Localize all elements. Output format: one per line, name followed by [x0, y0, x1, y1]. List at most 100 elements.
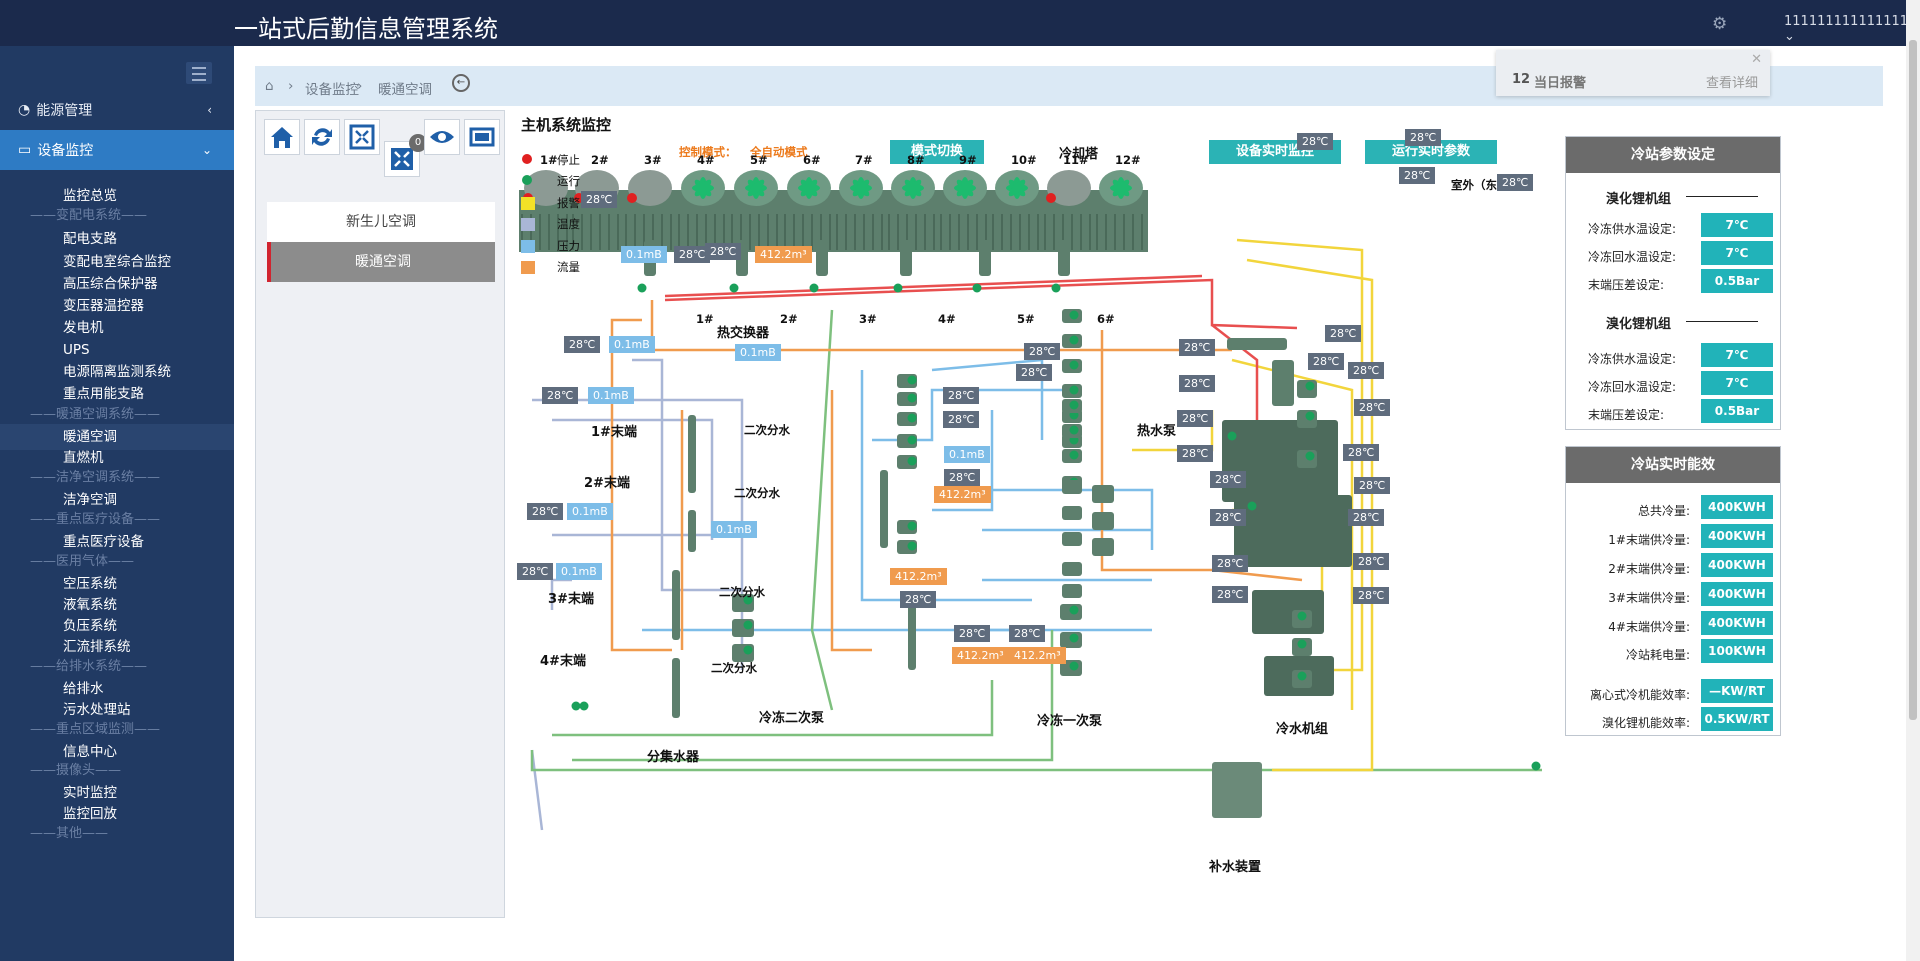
- sidebar-subitem[interactable]: 空压系统: [63, 576, 117, 592]
- chiller-unit[interactable]: [1222, 420, 1338, 502]
- setpoint-value[interactable]: 7℃: [1701, 343, 1773, 367]
- sidebar-subitem[interactable]: 监控总览: [63, 188, 117, 204]
- setpoint-value[interactable]: 0.5Bar: [1701, 399, 1773, 423]
- tank[interactable]: [1227, 338, 1287, 350]
- sidebar-subitem[interactable]: 配电支路: [63, 231, 117, 247]
- sidebar-subitem[interactable]: 发电机: [63, 320, 104, 336]
- header-pipe[interactable]: [880, 470, 888, 548]
- sidebar-subitem[interactable]: 信息中心: [63, 744, 117, 760]
- pump[interactable]: [1062, 562, 1082, 576]
- sidebar-subitem[interactable]: 重点用能支路: [63, 386, 144, 402]
- cooling-tower[interactable]: [782, 170, 836, 252]
- status-indicator: [571, 701, 581, 711]
- cooling-tower[interactable]: [729, 170, 783, 252]
- setpoint-value[interactable]: 7℃: [1701, 213, 1773, 237]
- setpoint-value[interactable]: 0.5Bar: [1701, 269, 1773, 293]
- setpoint-label: 冷冻供水温设定:: [1588, 352, 1677, 366]
- back-arrow-icon[interactable]: ←: [452, 74, 470, 92]
- sidebar-subitem[interactable]: 监控回放: [63, 806, 117, 822]
- heat-exchanger-pump[interactable]: [900, 240, 912, 276]
- sidebar-subitem[interactable]: 汇流排系统: [63, 639, 131, 655]
- sidebar-subitem[interactable]: 洁净空调: [63, 492, 117, 508]
- heat-exchanger-pump[interactable]: [979, 240, 991, 276]
- cooling-tower[interactable]: [1042, 170, 1096, 252]
- cooling-tower[interactable]: [990, 170, 1044, 252]
- refresh-button[interactable]: [304, 119, 340, 155]
- expand-icon: [349, 124, 375, 150]
- efficiency-label: 溴化锂机能效率:: [1601, 716, 1690, 730]
- tank[interactable]: [1272, 360, 1294, 406]
- header-pipe[interactable]: [908, 592, 916, 670]
- sidebar-item-monitor[interactable]: ▭ 设备监控 ⌄: [0, 130, 234, 170]
- heat-exchanger-pump[interactable]: [816, 240, 828, 276]
- status-indicator: [907, 413, 917, 423]
- pump[interactable]: [1062, 480, 1082, 494]
- menu-toggle-icon[interactable]: [186, 62, 212, 84]
- sidebar-subitem[interactable]: 负压系统: [63, 618, 117, 634]
- sidebar-subitem[interactable]: 污水处理站: [63, 702, 131, 718]
- efficiency-title: 冷站实时能效: [1566, 447, 1780, 483]
- status-indicator: [1247, 501, 1257, 511]
- settings-gear-icon[interactable]: ⚙: [1712, 14, 1728, 34]
- tab-hvac[interactable]: 暖通空调: [267, 242, 495, 282]
- cooling-tower[interactable]: [834, 170, 888, 252]
- flow-tag: 412.2m³: [1009, 647, 1066, 664]
- mode-switch-button[interactable]: 模式切换: [890, 140, 984, 164]
- chiller-unit[interactable]: [1252, 590, 1324, 634]
- view-button[interactable]: [424, 119, 460, 155]
- sidebar-subitem[interactable]: 直燃机: [63, 450, 104, 466]
- tab-neonatal-ac[interactable]: 新生儿空调: [267, 202, 495, 242]
- legend-swatch: [522, 175, 532, 185]
- home-button[interactable]: [264, 119, 300, 155]
- cooling-tower[interactable]: [886, 170, 940, 252]
- pump[interactable]: [1062, 532, 1082, 546]
- realtime-monitor-button[interactable]: 设备实时监控: [1209, 140, 1341, 164]
- alarm-detail-link[interactable]: 查看详细: [1706, 76, 1759, 91]
- home-icon[interactable]: ⌂: [265, 78, 274, 94]
- temperature-tag: 28℃: [1399, 167, 1436, 184]
- sidebar-subitem[interactable]: 液氧系统: [63, 597, 117, 613]
- shrink-button[interactable]: 0: [384, 134, 427, 177]
- cooling-tower[interactable]: [938, 170, 992, 252]
- setpoint-value[interactable]: 7℃: [1701, 241, 1773, 265]
- sidebar-item-energy[interactable]: ◔ 能源管理 ‹: [0, 90, 234, 130]
- chiller-unit[interactable]: [1234, 495, 1352, 567]
- sidebar-subitem[interactable]: 变压器温控器: [63, 298, 144, 314]
- sidebar-subitem[interactable]: 高压综合保护器: [63, 276, 158, 292]
- setpoint-label: 冷冻供水温设定:: [1588, 222, 1677, 236]
- sidebar-subitem[interactable]: 给排水: [63, 681, 104, 697]
- makeup-water-tank[interactable]: [1212, 762, 1262, 818]
- sidebar-subitem[interactable]: 电源隔离监测系统: [63, 364, 171, 380]
- sidebar-subitem[interactable]: 暖通空调: [0, 424, 234, 450]
- setpoint-value[interactable]: 7℃: [1701, 371, 1773, 395]
- cooling-tower[interactable]: [676, 170, 730, 252]
- pressure-tag: 0.1mB: [567, 503, 613, 520]
- page-scrollbar[interactable]: [1906, 0, 1920, 961]
- sidebar-subitem[interactable]: 变配电室综合监控: [63, 254, 171, 270]
- sidebar-subitem[interactable]: 实时监控: [63, 785, 117, 801]
- expand-button[interactable]: [344, 119, 380, 155]
- hx-pump-number: 6#: [1097, 312, 1115, 326]
- cooling-tower[interactable]: [623, 170, 677, 252]
- header-pipe[interactable]: [672, 570, 680, 640]
- cooling-tower[interactable]: [1094, 170, 1148, 252]
- close-icon[interactable]: ✕: [1751, 52, 1762, 67]
- breadcrumb-level1[interactable]: 设备监控: [305, 82, 359, 98]
- temperature-tag: 28℃: [1348, 362, 1385, 379]
- header-pipe[interactable]: [672, 658, 680, 718]
- pump[interactable]: [1062, 506, 1082, 520]
- fullscreen-button[interactable]: [464, 119, 500, 155]
- pump[interactable]: [1092, 512, 1114, 530]
- pump[interactable]: [1092, 485, 1114, 503]
- header-pipe[interactable]: [688, 510, 696, 552]
- setpoint-label: 末端压差设定:: [1588, 408, 1665, 422]
- pump[interactable]: [1062, 584, 1082, 598]
- sidebar-subitem[interactable]: UPS: [63, 342, 90, 358]
- pump[interactable]: [1092, 538, 1114, 556]
- heat-exchanger-pump[interactable]: [1058, 240, 1070, 276]
- header-pipe[interactable]: [688, 415, 696, 493]
- setpoint-group-title: 溴化锂机组: [1606, 317, 1672, 332]
- sidebar-subitem[interactable]: 重点医疗设备: [63, 534, 144, 550]
- user-menu[interactable]: 111111111111111 ⌄: [1784, 14, 1909, 44]
